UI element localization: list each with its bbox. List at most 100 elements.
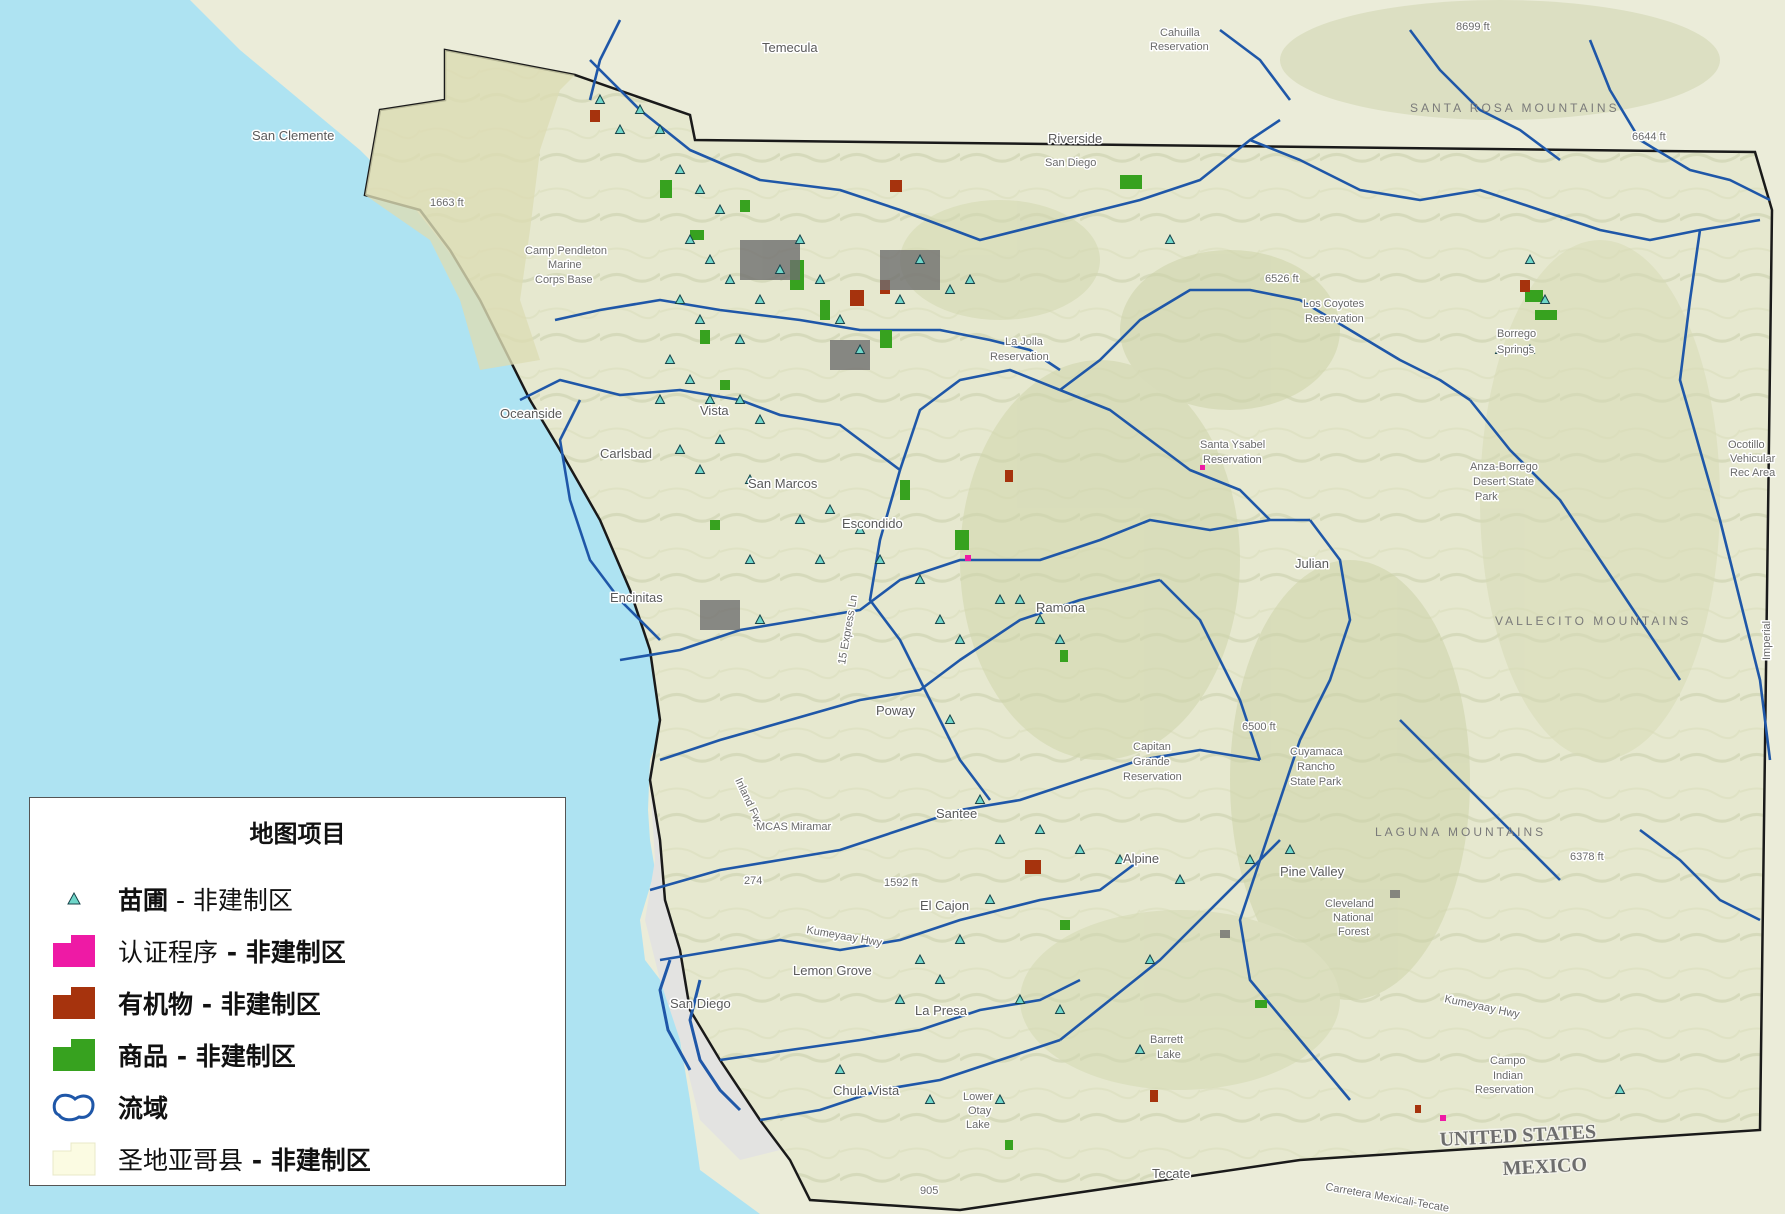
label-laguna: LAGUNA MOUNTAINS bbox=[1375, 825, 1546, 839]
label-elev-6644: 6644 ft bbox=[1632, 131, 1666, 143]
label-tecate: Tecate bbox=[1152, 1166, 1190, 1181]
label-ocotillo: Ocotillo bbox=[1728, 439, 1765, 451]
legend-item-watershed: 流域 bbox=[50, 1085, 168, 1129]
label-carlsbad: Carlsbad bbox=[600, 446, 652, 461]
legend-suffix-county: - 非建制区 bbox=[243, 1146, 371, 1175]
legend-label-organic: 有机物 bbox=[118, 990, 194, 1019]
label-julian: Julian bbox=[1295, 556, 1329, 571]
label-anza: Anza-Borrego bbox=[1470, 461, 1538, 473]
coastline bbox=[658, 959, 742, 1112]
label-cuyamaca-2: Rancho bbox=[1297, 761, 1335, 773]
triangle-icon bbox=[50, 879, 98, 919]
label-lower-otay-2: Otay bbox=[968, 1105, 992, 1117]
label-borrego: Borrego bbox=[1497, 328, 1536, 340]
legend-label-nursery: 苗圃 bbox=[118, 886, 169, 915]
misc-parcels bbox=[700, 240, 1400, 938]
label-imperial: Imperial bbox=[1761, 621, 1773, 660]
legend-label-county: 圣地亚哥县 bbox=[118, 1146, 244, 1175]
label-escondido: Escondido bbox=[842, 516, 903, 531]
label-san-diego: San Diego bbox=[670, 996, 731, 1011]
label-anza-3: Park bbox=[1475, 491, 1498, 503]
certification-polygon-icon bbox=[50, 931, 98, 971]
label-lemon-grove: Lemon Grove bbox=[793, 963, 872, 978]
label-vista: Vista bbox=[700, 403, 729, 418]
label-san-clemente: San Clemente bbox=[252, 128, 334, 143]
label-san-marcos: San Marcos bbox=[748, 476, 818, 491]
legend-item-county: 圣地亚哥县 - 非建制区 bbox=[50, 1137, 371, 1181]
legend-item-organic: 有机物 - 非建制区 bbox=[50, 981, 321, 1025]
label-la-jolla-2: Reservation bbox=[990, 351, 1049, 363]
map-legend: 地图项目 苗圃 - 非建制区 认证程序 - 非建制区 有机物 - 非建制区 商品… bbox=[29, 797, 566, 1186]
legend-item-commodity: 商品 - 非建制区 bbox=[50, 1033, 296, 1077]
label-alpine: Alpine bbox=[1123, 851, 1159, 866]
label-marine: Marine bbox=[548, 259, 582, 271]
label-ocotillo-3: Rec Area bbox=[1730, 467, 1776, 479]
legend-label-commodity: 商品 bbox=[118, 1042, 169, 1071]
label-cleveland-2: National bbox=[1333, 912, 1373, 924]
legend-item-certification: 认证程序 - 非建制区 bbox=[50, 929, 346, 973]
label-cahuilla: Cahuilla bbox=[1160, 27, 1201, 39]
label-rt-905: 905 bbox=[920, 1185, 938, 1197]
label-capitan-3: Reservation bbox=[1123, 771, 1182, 783]
legend-suffix-certification: - 非建制区 bbox=[218, 938, 346, 967]
label-springs: Springs bbox=[1497, 344, 1535, 356]
organic-polygon-icon bbox=[50, 983, 98, 1023]
label-barrett-2: Lake bbox=[1157, 1049, 1181, 1061]
label-pine-valley: Pine Valley bbox=[1280, 864, 1345, 879]
label-elev-1663: 1663 ft bbox=[430, 197, 464, 209]
label-cleveland: Cleveland bbox=[1325, 898, 1374, 910]
label-temecula: Temecula bbox=[762, 40, 818, 55]
label-lower-otay-3: Lake bbox=[966, 1119, 990, 1131]
label-elev-6378: 6378 ft bbox=[1570, 851, 1604, 863]
watershed-icon bbox=[50, 1087, 98, 1127]
label-la-jolla: La Jolla bbox=[1005, 336, 1044, 348]
label-cuyamaca-3: State Park bbox=[1290, 776, 1342, 788]
label-la-presa: La Presa bbox=[915, 1003, 968, 1018]
label-ocotillo-2: Vehicular bbox=[1730, 453, 1776, 465]
label-cuyamaca: Cuyamaca bbox=[1290, 746, 1343, 758]
label-santa-ysabel: Santa Ysabel bbox=[1200, 439, 1265, 451]
county-unincorporated bbox=[365, 50, 575, 370]
label-elev-274: 274 bbox=[744, 875, 762, 887]
legend-label-certification: 认证程序 bbox=[118, 938, 219, 967]
legend-suffix-nursery: - 非建制区 bbox=[168, 886, 293, 915]
place-labels: Temecula Cahuilla Reservation San Clemen… bbox=[251, 20, 1778, 1214]
label-capitan: Capitan bbox=[1133, 741, 1171, 753]
county-polygon-icon bbox=[50, 1139, 98, 1179]
label-capitan-2: Grande bbox=[1133, 756, 1170, 768]
legend-title: 地图项目 bbox=[249, 820, 346, 848]
label-santa-ysabel-2: Reservation bbox=[1203, 454, 1262, 466]
label-elev-6526: 6526 ft bbox=[1265, 273, 1299, 285]
label-campo-2: Indian bbox=[1493, 1070, 1523, 1082]
label-poway: Poway bbox=[876, 703, 916, 718]
label-vallecito: VALLECITO MOUNTAINS bbox=[1495, 614, 1691, 628]
label-encinitas: Encinitas bbox=[610, 590, 663, 605]
label-santee: Santee bbox=[936, 806, 977, 821]
label-campo-3: Reservation bbox=[1475, 1084, 1534, 1096]
certification-parcels bbox=[965, 465, 1446, 1121]
label-barrett: Barrett bbox=[1150, 1034, 1183, 1046]
label-campo: Campo bbox=[1490, 1055, 1525, 1067]
label-cleveland-3: Forest bbox=[1338, 926, 1369, 938]
label-anza-2: Desert State bbox=[1473, 476, 1534, 488]
label-elev-8699: 8699 ft bbox=[1456, 21, 1490, 33]
label-los-coyotes-2: Reservation bbox=[1305, 313, 1364, 325]
label-el-cajon: El Cajon bbox=[920, 898, 969, 913]
label-oceanside: Oceanside bbox=[500, 406, 562, 421]
watershed-lines bbox=[519, 19, 1772, 1122]
commodity-polygon-icon bbox=[50, 1035, 98, 1075]
label-san-diego-county: San Diego bbox=[1045, 157, 1096, 169]
legend-item-nursery: 苗圃 - 非建制区 bbox=[50, 877, 293, 921]
label-los-coyotes: Los Coyotes bbox=[1303, 298, 1365, 310]
label-ramona: Ramona bbox=[1036, 600, 1086, 615]
label-elev-6500: 6500 ft bbox=[1242, 721, 1276, 733]
label-mexico: MEXICO bbox=[1502, 1154, 1587, 1180]
label-santa-rosa: SANTA ROSA MOUNTAINS bbox=[1410, 101, 1620, 115]
label-riverside: Riverside bbox=[1048, 131, 1102, 146]
label-corps-base: Corps Base bbox=[535, 274, 592, 286]
terrain-shading bbox=[900, 0, 1720, 1090]
legend-suffix-organic: - 非建制区 bbox=[193, 990, 321, 1019]
legend-label-watershed: 流域 bbox=[118, 1094, 169, 1123]
label-lower-otay: Lower bbox=[963, 1091, 993, 1103]
